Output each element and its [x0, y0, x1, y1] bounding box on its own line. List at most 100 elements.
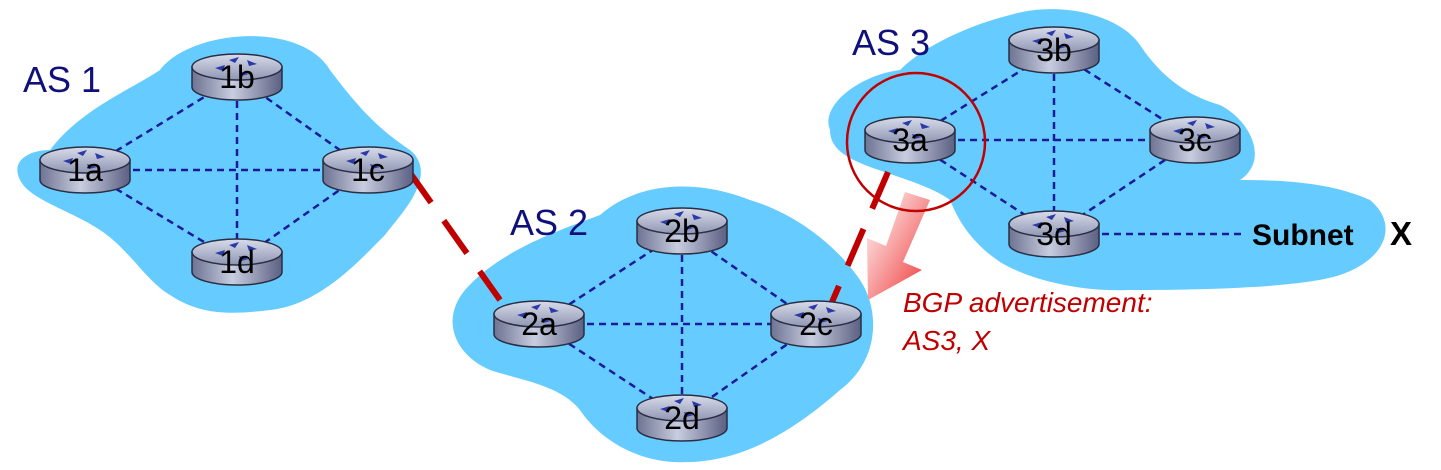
router-2a: 2a — [493, 300, 585, 348]
router-arrow-mark — [1173, 128, 1183, 134]
inter-as-link-1c-2a — [405, 168, 503, 302]
subnet-x-label: Subnet X — [1252, 215, 1412, 252]
as3-cloud — [828, 9, 1386, 291]
router-arrow-mark — [692, 401, 702, 407]
router-1c: 1c — [322, 146, 414, 194]
as1-label: AS 1 — [23, 59, 101, 100]
router-top — [191, 238, 283, 266]
highlight-circle — [845, 71, 987, 213]
inter-as-link-3a-2c — [829, 170, 891, 304]
router-arrow-mark — [77, 150, 87, 156]
router-arrow-mark — [1046, 214, 1056, 220]
router-label: 1d — [219, 244, 255, 280]
router-3d: 3d — [1008, 210, 1100, 258]
router-top — [191, 53, 283, 81]
router-arrow-mark — [87, 164, 97, 169]
router-top — [1008, 26, 1100, 54]
router-arrow-mark — [1056, 44, 1066, 49]
router-label: 2d — [664, 400, 700, 436]
router-arrow-mark — [1197, 134, 1207, 139]
router-label: 1c — [351, 152, 385, 188]
router-top — [1008, 210, 1100, 238]
router-arrow-mark — [541, 318, 551, 323]
router-label: 2a — [521, 306, 557, 342]
advertisement-arrow-icon — [867, 192, 930, 300]
as3-label: AS 3 — [852, 22, 930, 63]
router-arrow-mark — [229, 57, 239, 63]
router-arrow-mark — [1064, 217, 1074, 223]
router-1d: 1d — [191, 238, 283, 286]
router-top — [770, 300, 862, 328]
router-arrow-mark — [531, 304, 541, 310]
router-arrow-mark — [826, 307, 836, 313]
router-arrow-mark — [215, 250, 225, 256]
router-arrow-mark — [1032, 38, 1042, 44]
router-arrow-mark — [215, 65, 225, 71]
router-label: 1a — [67, 152, 103, 188]
router-arrow-mark — [239, 256, 249, 261]
router-arrow-mark — [660, 219, 670, 225]
router-1a: 1a — [39, 146, 131, 194]
router-3c: 3c — [1149, 116, 1241, 164]
router-label: 2b — [664, 213, 700, 249]
router-label: 2c — [799, 306, 833, 342]
router-label: 3d — [1036, 216, 1072, 252]
router-2b: 2b — [636, 207, 728, 255]
router-3a: 3a — [864, 116, 956, 164]
bgp-advertisement-line2: AS3, X — [901, 325, 991, 356]
router-arrow-mark — [247, 245, 257, 251]
subnet-letter: X — [1390, 215, 1412, 252]
router-1b: 1b — [191, 53, 283, 101]
router-arrow-mark — [239, 71, 249, 76]
router-label: 3a — [892, 122, 928, 158]
router-top — [1149, 116, 1241, 144]
router-arrow-mark — [1056, 228, 1066, 233]
router-arrow-mark — [888, 128, 898, 134]
router-arrow-mark — [674, 398, 684, 404]
router-arrow-mark — [818, 318, 828, 323]
router-arrow-mark — [912, 134, 922, 139]
router-arrow-mark — [674, 211, 684, 217]
router-label: 3c — [1178, 122, 1212, 158]
router-arrow-mark — [808, 304, 818, 310]
router-top — [493, 300, 585, 328]
router-2d: 2d — [636, 394, 728, 442]
router-arrow-mark — [794, 312, 804, 318]
router-label: 1b — [219, 59, 255, 95]
bgp-advertisement-line1: BGP advertisement: — [903, 287, 1153, 318]
router-arrow-mark — [660, 406, 670, 412]
router-arrow-mark — [95, 153, 105, 159]
as1-cloud — [17, 36, 421, 313]
router-3b: 3b — [1008, 26, 1100, 74]
router-arrow-mark — [360, 150, 370, 156]
router-arrow-mark — [684, 412, 694, 417]
router-arrow-mark — [1187, 120, 1197, 126]
router-arrow-mark — [1205, 123, 1215, 129]
router-arrow-mark — [370, 164, 380, 169]
router-arrow-mark — [247, 60, 257, 66]
router-arrow-mark — [902, 120, 912, 126]
router-arrow-mark — [63, 158, 73, 164]
router-arrow-mark — [684, 225, 694, 230]
router-arrow-mark — [1032, 222, 1042, 228]
router-label: 3b — [1036, 32, 1072, 68]
router-top — [322, 146, 414, 174]
routers: 1a 1b 1c 1d 2a 2b 2c 2d 3a 3b 3c 3d — [39, 26, 1241, 442]
router-arrow-mark — [1046, 30, 1056, 36]
router-arrow-mark — [549, 307, 559, 313]
router-top — [39, 146, 131, 174]
router-arrow-mark — [378, 153, 388, 159]
router-arrow-mark — [229, 242, 239, 248]
router-arrow-mark — [346, 158, 356, 164]
router-arrow-mark — [920, 123, 930, 129]
router-arrow-mark — [692, 214, 702, 220]
router-arrow-mark — [1064, 33, 1074, 39]
router-2c: 2c — [770, 300, 862, 348]
router-arrow-mark — [517, 312, 527, 318]
router-top — [864, 116, 956, 144]
subnet-word: Subnet — [1252, 219, 1354, 252]
router-top — [636, 394, 728, 422]
as2-label: AS 2 — [510, 202, 588, 243]
router-top — [636, 207, 728, 235]
